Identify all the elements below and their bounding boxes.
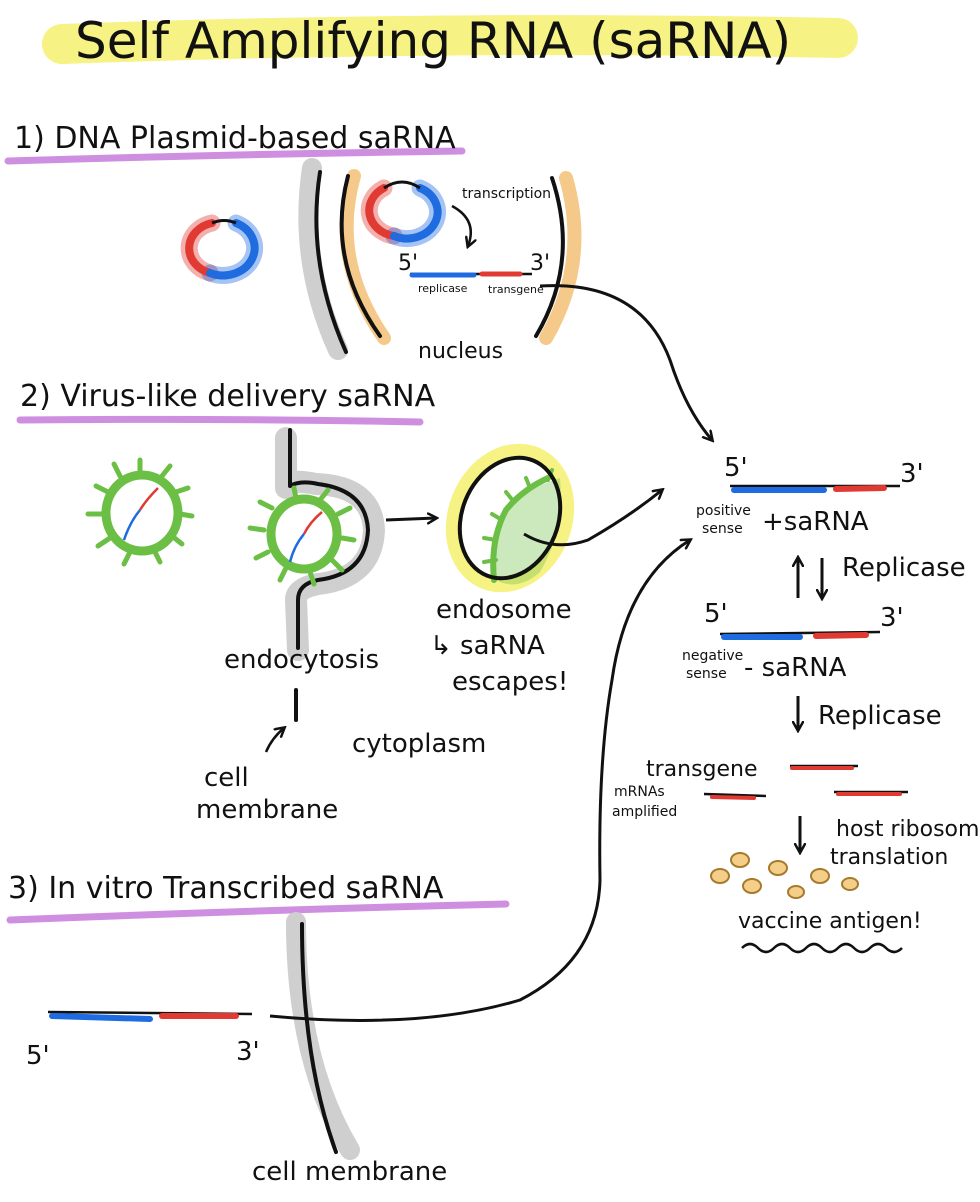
mRNAs-label: mRNAs — [614, 784, 665, 800]
nucleus-rna-strand — [409, 271, 532, 278]
arrow-to-endosome — [385, 518, 436, 520]
arrow-nucleus-to-rna — [539, 284, 712, 440]
ivt-rna-strand — [47, 1010, 253, 1022]
section1-cell-membrane — [298, 158, 348, 360]
endosome-label: endosome — [436, 595, 572, 625]
section2-underline — [16, 415, 424, 426]
section3-heading: 3) In vitro Transcribed saRNA — [8, 871, 444, 906]
transgene-amp-label: transgene — [646, 757, 758, 782]
sense-label-neg: sense — [686, 666, 727, 682]
transcription-arrow — [451, 204, 471, 246]
sense-label-pos: sense — [702, 521, 743, 537]
saRNA-escape-line2: escapes! — [452, 667, 568, 697]
cytoplasm-label: cytoplasm — [352, 729, 486, 759]
virus-particle-free — [85, 457, 195, 567]
ivt-three-prime: 3' — [236, 1037, 260, 1067]
replicase-bidirectional-arrows — [798, 558, 822, 598]
positive-label: positive — [696, 503, 751, 519]
positive-sense-strand — [730, 484, 900, 493]
virus-particle-engulfed — [247, 485, 357, 587]
pos-five-prime: 5' — [724, 453, 748, 483]
antigen-particles — [710, 852, 859, 899]
neg-five-prime: 5' — [704, 599, 728, 629]
nucleus-five-prime: 5' — [398, 251, 418, 276]
vaccine-antigen-label: vaccine antigen! — [738, 909, 922, 934]
plasmid-nucleus — [360, 179, 447, 247]
plasmid-free — [180, 214, 264, 284]
transgene-label: transgene — [488, 283, 544, 296]
title-highlight — [42, 15, 858, 64]
endocytosis-label: endocytosis — [224, 645, 379, 675]
saRNA-escape-line1: ↳ saRNA — [430, 631, 545, 661]
endosome — [445, 443, 575, 593]
cell-label: cell — [204, 763, 249, 793]
vaccine-underline-squiggle — [741, 942, 903, 954]
nucleus-label: nucleus — [418, 339, 503, 364]
minus-saRNA-label: - saRNA — [744, 653, 847, 683]
replicase-label-1: Replicase — [842, 553, 966, 583]
amplified-mrna-strands — [703, 764, 908, 800]
endocytosis-membrane — [275, 427, 385, 661]
replicase-label: replicase — [418, 282, 468, 295]
arrow-endosome-to-rna — [523, 490, 662, 547]
arrow-ivt-to-rna — [269, 540, 690, 1022]
section1-underline — [4, 147, 466, 165]
section3-underline — [6, 900, 510, 924]
cell-membrane-arrow — [264, 728, 284, 753]
pos-three-prime: 3' — [900, 459, 924, 489]
section2-heading: 2) Virus-like delivery saRNA — [20, 379, 436, 414]
neg-three-prime: 3' — [880, 603, 904, 633]
nucleus-three-prime: 3' — [530, 251, 550, 276]
ivt-five-prime: 5' — [26, 1041, 50, 1071]
negative-sense-strand — [719, 630, 881, 640]
negative-label: negative — [682, 648, 743, 664]
transcription-label: transcription — [462, 186, 551, 202]
page-title: Self Amplifying RNA (saRNA) — [75, 12, 791, 70]
amplified-label: amplified — [612, 804, 677, 820]
membrane-label: membrane — [196, 795, 338, 825]
replicase-label-2: Replicase — [818, 701, 942, 731]
cell-membrane-label: cell membrane — [252, 1157, 447, 1187]
nucleus-envelope — [339, 169, 582, 345]
translation-label: translation — [830, 845, 948, 870]
host-ribosomes-label: host ribosomes — [836, 817, 980, 842]
section1-heading: 1) DNA Plasmid-based saRNA — [14, 121, 456, 156]
plus-saRNA-label: +saRNA — [762, 507, 869, 537]
